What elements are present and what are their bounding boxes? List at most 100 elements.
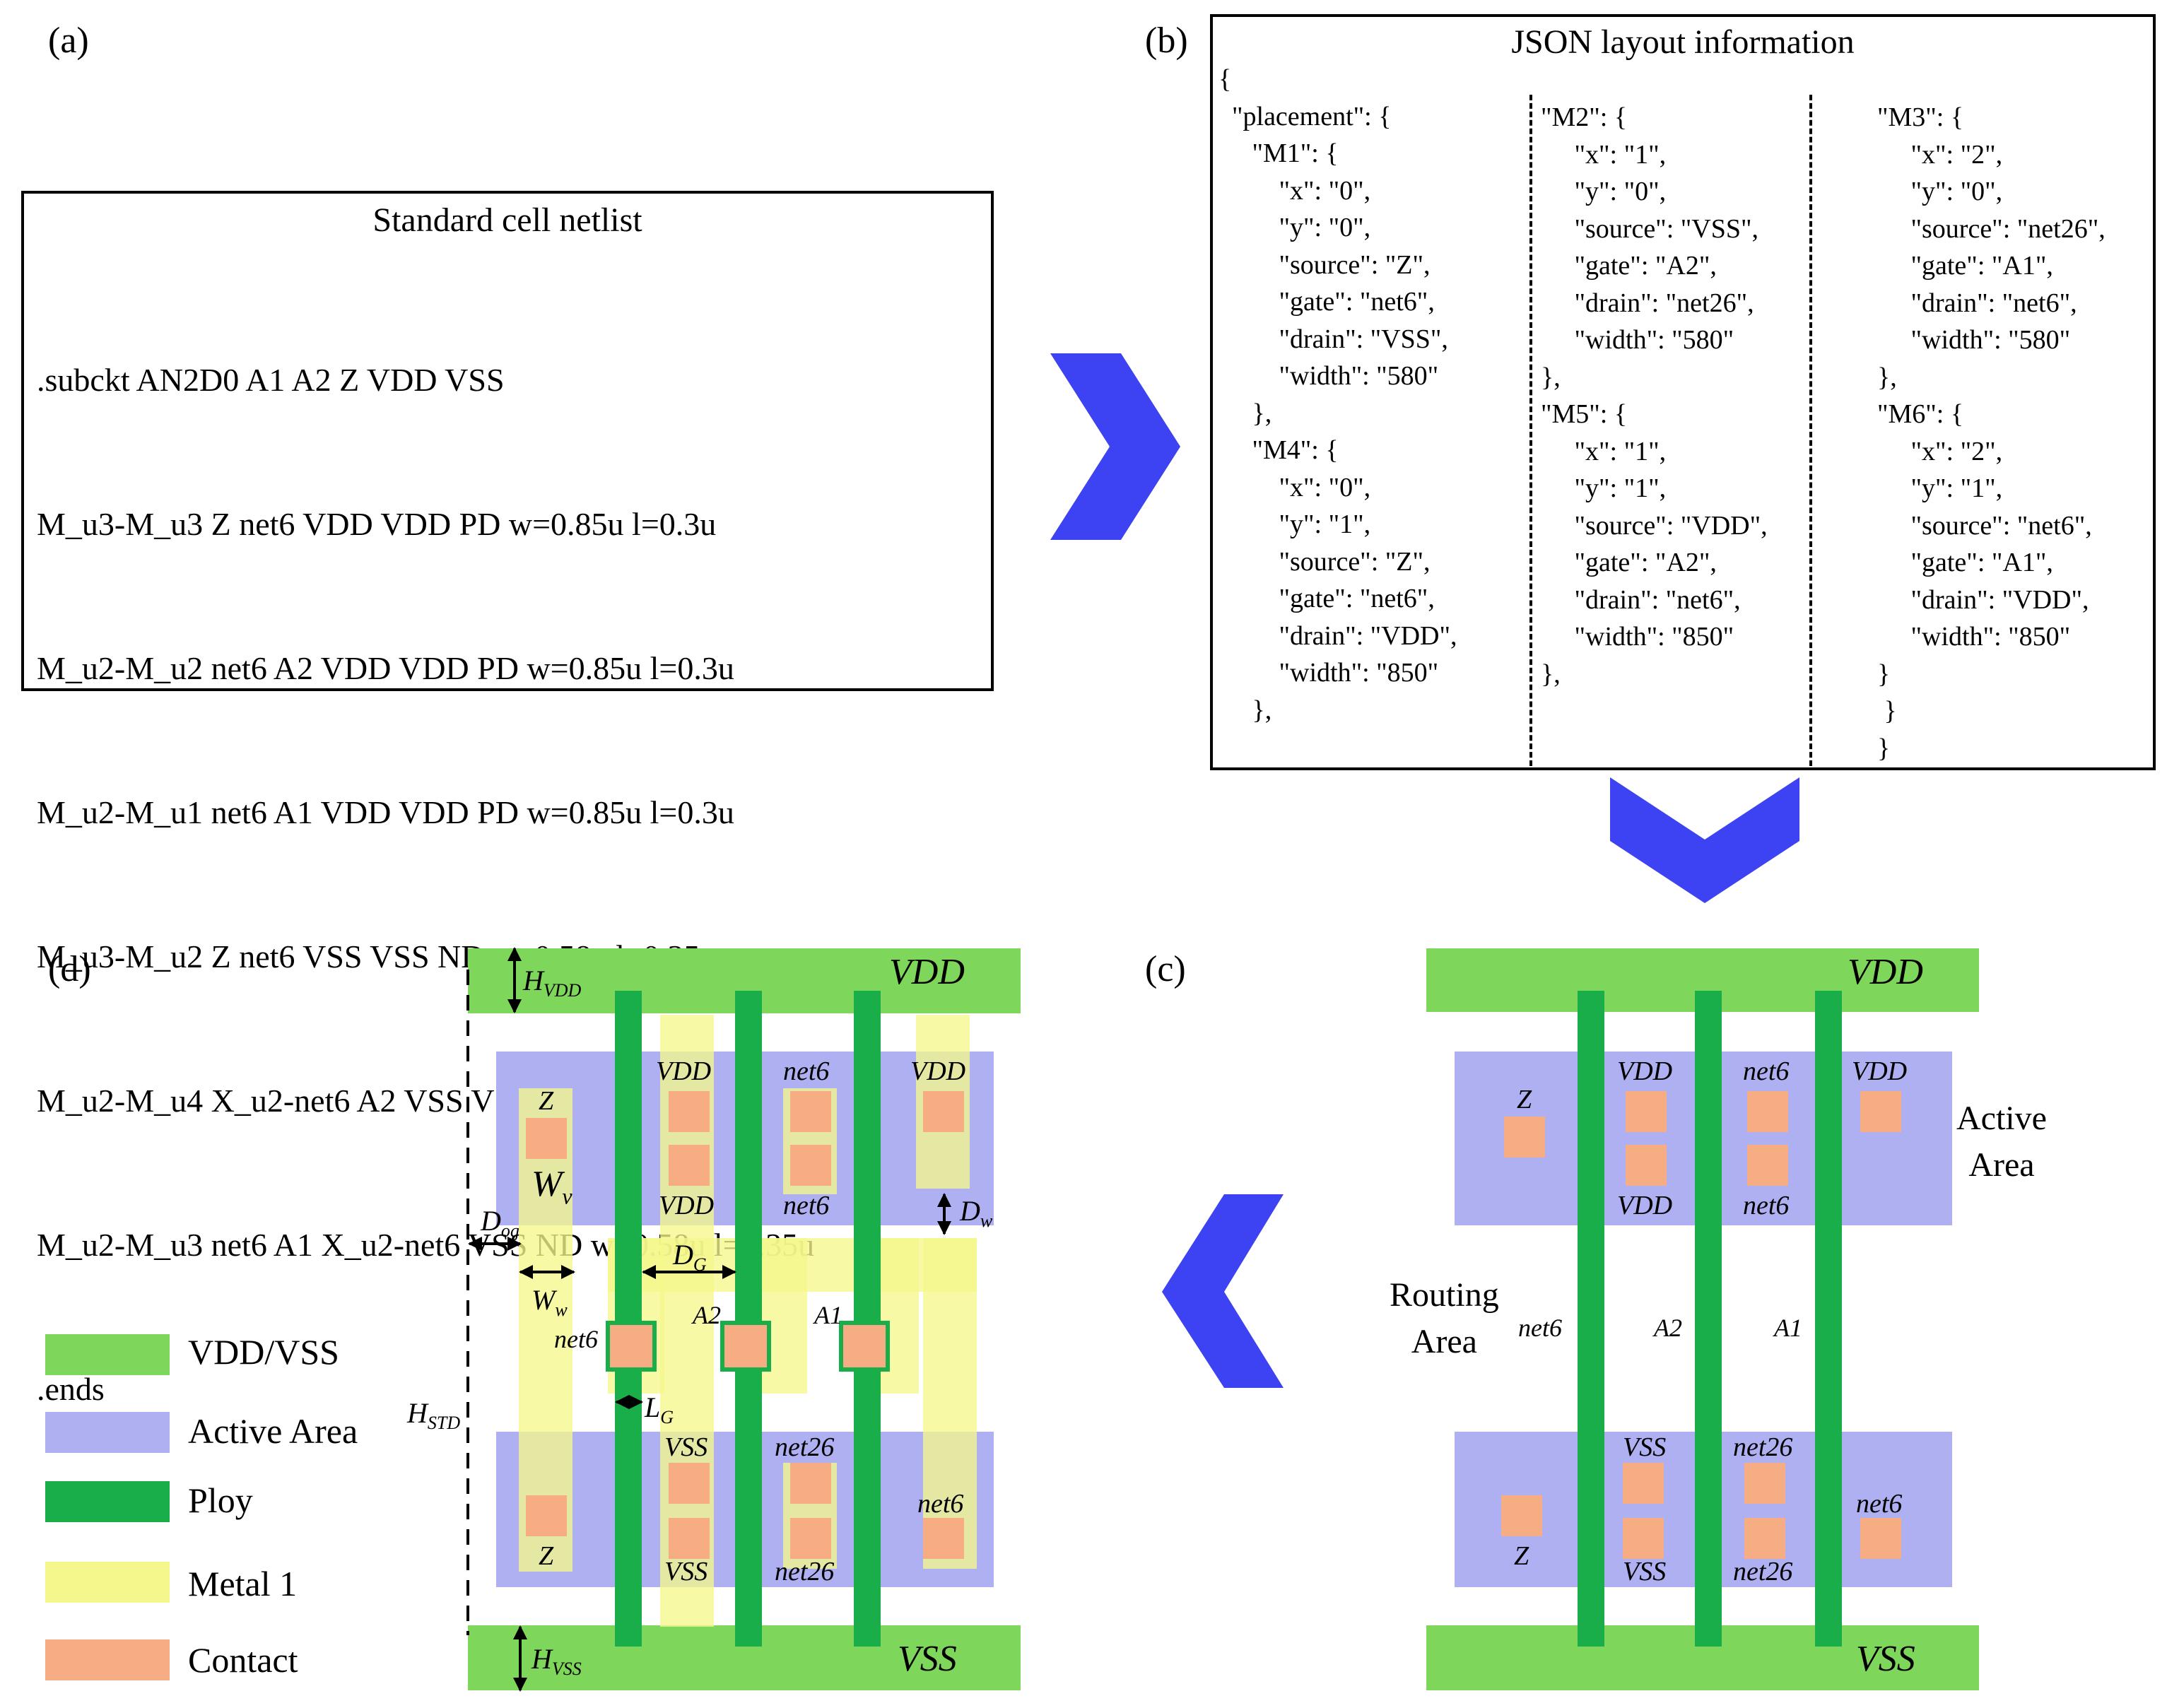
- dim-sub: w: [980, 1211, 993, 1231]
- poly-gate: [854, 991, 881, 1647]
- dim-h-vss: HVSS: [532, 1642, 582, 1680]
- contact: [669, 1145, 710, 1186]
- legend-swatch-contact: [45, 1639, 170, 1680]
- panel-label-c: (c): [1145, 949, 1186, 989]
- dim-w-w: Ww: [532, 1283, 568, 1321]
- panel-label-d: (d): [48, 949, 91, 989]
- contact: [669, 1463, 710, 1504]
- poly-gate: [1815, 991, 1842, 1647]
- json-column-2: "M2": { "x": "1", "y": "0", "source": "V…: [1541, 102, 1768, 689]
- dim-sub: og: [500, 1220, 519, 1241]
- d-label: net26: [775, 1557, 835, 1586]
- json-divider-1: [1529, 95, 1532, 766]
- d-label: VDD: [656, 1056, 712, 1086]
- dim-sub: VDD: [543, 980, 582, 1001]
- netlist-line: M_u2-M_u2 net6 A2 VDD VDD PD w=0.85u l=0…: [37, 650, 734, 686]
- dim-letter: H: [407, 1397, 428, 1429]
- legend-label: VDD/VSS: [188, 1332, 339, 1372]
- c-label: VSS: [1623, 1557, 1667, 1586]
- d-label: Z: [539, 1541, 554, 1571]
- c-label: net26: [1733, 1432, 1793, 1462]
- d-label: net6: [917, 1489, 964, 1519]
- contact: [1747, 1091, 1788, 1132]
- dim-letter: W: [532, 1164, 563, 1204]
- contact: [526, 1495, 567, 1536]
- contact: [1626, 1145, 1667, 1186]
- legend-label: Metal 1: [188, 1564, 298, 1603]
- d-label: net6: [783, 1191, 830, 1220]
- dim-d-g: DG: [673, 1238, 707, 1276]
- d-label: Z: [539, 1086, 554, 1116]
- c-label: net26: [1733, 1557, 1793, 1586]
- dim-l-g: LG: [645, 1391, 674, 1428]
- c-label: Z: [1517, 1085, 1532, 1114]
- gate-contact: [720, 1321, 771, 1372]
- netlist-line: M_u2-M_u4 X_u2-net6 A2 VSS VSS ND w=0.58…: [37, 1083, 818, 1119]
- legend-swatch-ploy: [45, 1481, 170, 1522]
- dim-sub: G: [660, 1407, 674, 1427]
- legend-swatch-metal1: [45, 1562, 170, 1603]
- dim-letter: H: [523, 965, 544, 996]
- contact: [1744, 1463, 1785, 1504]
- c-vdd-label: VDD: [1848, 952, 1923, 992]
- c-label: VSS: [1623, 1432, 1667, 1462]
- c-active-area-label: Active Area: [1956, 1100, 2047, 1184]
- dim-sub: VSS: [551, 1659, 582, 1679]
- poly-gate: [615, 991, 642, 1647]
- contact: [1626, 1091, 1667, 1132]
- dim-letter: D: [481, 1205, 501, 1237]
- dim-letter: D: [960, 1195, 980, 1227]
- c-label: VDD: [1617, 1191, 1673, 1220]
- poly-gate: [1695, 991, 1722, 1647]
- d-label: VDD: [910, 1056, 966, 1086]
- c-label: VDD: [1852, 1056, 1908, 1086]
- contact: [790, 1463, 831, 1504]
- d-gate-label: A1: [814, 1301, 842, 1329]
- contact: [1860, 1518, 1901, 1559]
- netlist-lines: .subckt AN2D0 A1 A2 Z VDD VSS M_u3-M_u3 …: [37, 260, 817, 1509]
- c-gate-label: A2: [1654, 1314, 1682, 1342]
- poly-gate: [1578, 991, 1604, 1647]
- d-gate-label: net6: [554, 1325, 598, 1353]
- json-column-1: { "placement": { "M1": { "x": "0", "y": …: [1218, 64, 1457, 725]
- dim-sub: v: [562, 1183, 572, 1209]
- legend-label: Active Area: [188, 1411, 358, 1451]
- c-gate-label: A1: [1774, 1314, 1802, 1342]
- dim-letter: D: [673, 1239, 693, 1271]
- c-label: net6: [1743, 1056, 1790, 1086]
- dim-sub: w: [555, 1300, 568, 1320]
- contact: [1747, 1145, 1788, 1186]
- d-gate-label: A2: [693, 1301, 721, 1329]
- c-gate-label: net6: [1518, 1314, 1562, 1342]
- netlist-line: .ends: [37, 1371, 105, 1407]
- contact: [1623, 1463, 1664, 1504]
- contact: [669, 1091, 710, 1132]
- d-vss-label: VSS: [898, 1639, 957, 1679]
- json-layout-box: JSON layout information { "placement": {…: [1210, 14, 2156, 770]
- legend-label: Ploy: [188, 1480, 253, 1520]
- netlist-line: M_u3-M_u3 Z net6 VDD VDD PD w=0.85u l=0.…: [37, 506, 717, 542]
- dim-letter: W: [532, 1284, 556, 1316]
- dim-d-og: Dog: [481, 1204, 519, 1242]
- contact: [526, 1118, 567, 1159]
- d-label: net6: [783, 1056, 830, 1086]
- poly-gate: [735, 991, 762, 1647]
- legend-swatch-vdd-vss: [45, 1334, 170, 1375]
- d-label: VSS: [664, 1432, 708, 1462]
- panel-label-b: (b): [1145, 20, 1188, 61]
- legend-swatch-active-area: [45, 1412, 170, 1453]
- d-label: net26: [775, 1432, 835, 1462]
- netlist-line: M_u2-M_u1 net6 A1 VDD VDD PD w=0.85u l=0…: [37, 794, 734, 830]
- c-label: Z: [1514, 1541, 1529, 1571]
- contact: [1501, 1495, 1542, 1536]
- contact: [790, 1145, 831, 1186]
- c-routing-area-label: Routing Area: [1390, 1276, 1499, 1360]
- contact: [790, 1518, 831, 1559]
- c-vss-label: VSS: [1856, 1639, 1915, 1679]
- c-label: VDD: [1617, 1056, 1673, 1086]
- dim-sub: G: [693, 1254, 707, 1275]
- json-column-3: "M3": { "x": "2", "y": "0", "source": "n…: [1877, 102, 2106, 763]
- d-vdd-label: VDD: [889, 952, 965, 992]
- json-title: JSON layout information: [1511, 23, 1855, 61]
